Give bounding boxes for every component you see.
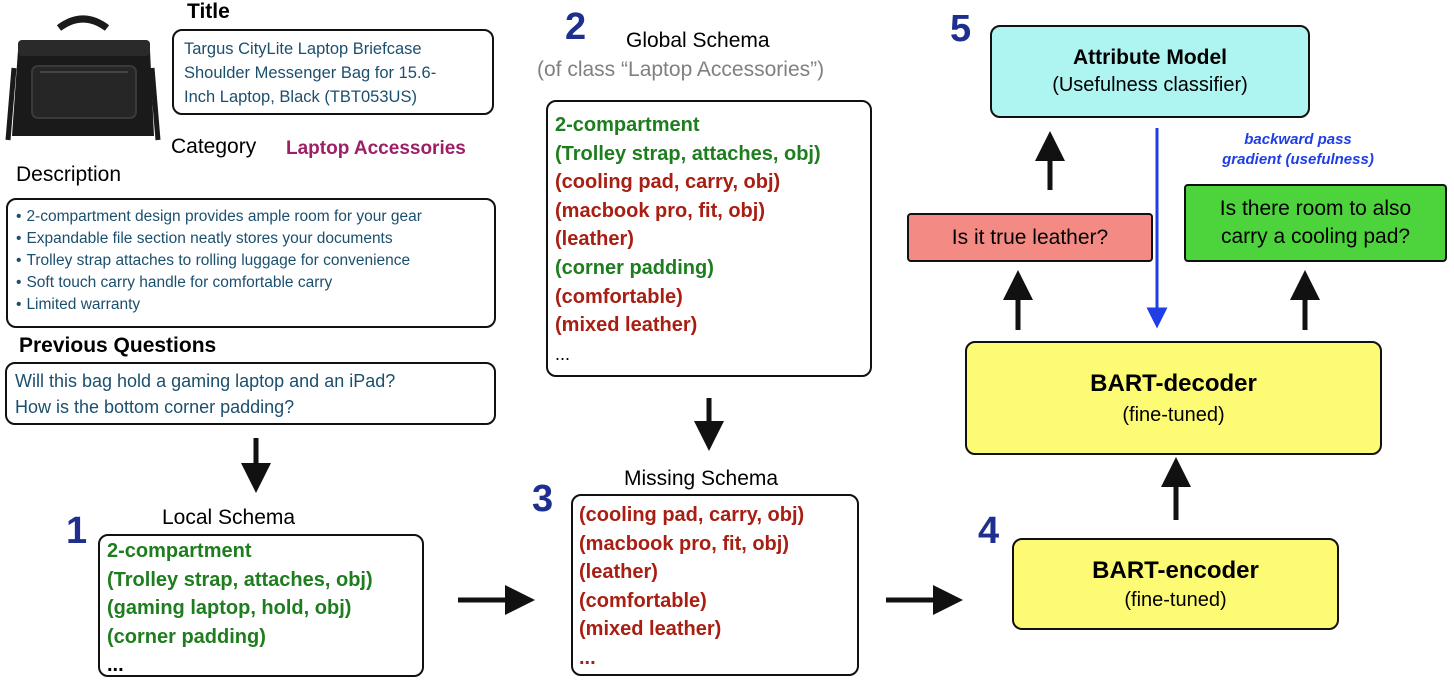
category-heading: Category [171, 135, 257, 158]
missing-schema-heading: Missing Schema [624, 467, 779, 490]
previous-questions-heading: Previous Questions [19, 334, 217, 357]
schema-item: (mixed leather) [555, 314, 698, 337]
schema-item: (comfortable) [555, 285, 683, 308]
bart-encoder-box: BART-encoder (fine-tuned) [1012, 538, 1339, 630]
previous-question: Will this bag hold a gaming laptop and a… [15, 371, 396, 391]
description-item: Trolley strap attaches to rolling luggag… [16, 250, 494, 272]
category-value: Laptop Accessories [286, 138, 466, 159]
schema-item: ... [579, 646, 596, 669]
previous-question: How is the bottom corner padding? [15, 397, 295, 417]
product-title: Targus CityLite Laptop Briefcase Shoulde… [184, 40, 437, 106]
global-schema-heading: Global Schema [626, 29, 770, 52]
bart-decoder-box: BART-decoder (fine-tuned) [965, 341, 1382, 455]
description-item: Soft touch carry handle for comfortable … [16, 272, 494, 294]
schema-item: (Trolley strap, attaches, obj) [555, 142, 821, 165]
briefcase-icon [5, 15, 161, 141]
schema-item: (macbook pro, fit, obj) [579, 532, 789, 555]
generated-question-green: Is there room to also carry a cooling pa… [1184, 184, 1447, 262]
bart-decoder-title: BART-decoder [1090, 369, 1257, 397]
step-number-3: 3 [532, 478, 554, 520]
bart-encoder-title: BART-encoder [1092, 556, 1259, 584]
schema-item: (gaming laptop, hold, obj) [107, 597, 352, 620]
schema-item: 2-compartment [555, 114, 700, 136]
schema-item: (cooling pad, carry, obj) [555, 171, 781, 194]
schema-item: (Trolley strap, attaches, obj) [107, 568, 373, 591]
description-heading: Description [16, 163, 122, 186]
attribute-model-box: Attribute Model (Usefulness classifier) [990, 25, 1310, 118]
local-schema-heading: Local Schema [162, 506, 296, 529]
global-schema-box: 2-compartment (Trolley strap, attaches, … [546, 100, 872, 377]
generated-question-red: Is it true leather? [907, 213, 1153, 262]
schema-item: (macbook pro, fit, obj) [555, 199, 765, 222]
step-number-1: 1 [66, 510, 88, 552]
schema-item: (leather) [579, 561, 658, 584]
attribute-model-title: Attribute Model [1073, 46, 1227, 69]
schema-item: (mixed leather) [579, 618, 722, 641]
schema-item: (leather) [555, 228, 634, 251]
schema-item: (corner padding) [555, 256, 714, 279]
title-heading: Title [187, 0, 230, 23]
description-box: 2-compartment design provides ample room… [6, 198, 496, 328]
product-title-box: Targus CityLite Laptop Briefcase Shoulde… [172, 29, 494, 115]
step-number-5: 5 [950, 8, 972, 50]
schema-item: (comfortable) [579, 589, 707, 612]
schema-item: ... [107, 654, 124, 677]
description-item: Expandable file section neatly stores yo… [16, 228, 494, 250]
bart-encoder-subtitle: (fine-tuned) [1124, 588, 1227, 611]
schema-item: ... [555, 343, 571, 364]
missing-schema-box: (cooling pad, carry, obj) (macbook pro, … [571, 494, 859, 676]
schema-item: (cooling pad, carry, obj) [579, 504, 805, 526]
description-item: Limited warranty [16, 294, 494, 316]
bart-decoder-subtitle: (fine-tuned) [1122, 403, 1225, 426]
schema-item: (corner padding) [107, 625, 266, 648]
backward-pass-label: backward pass gradient (usefulness) [1222, 131, 1374, 168]
schema-item: 2-compartment [107, 540, 252, 562]
description-list: 2-compartment design provides ample room… [16, 206, 494, 316]
global-schema-subheading: (of class “Laptop Accessories”) [537, 58, 825, 81]
step-number-4: 4 [978, 510, 1000, 552]
previous-questions-box: Will this bag hold a gaming laptop and a… [5, 362, 496, 425]
local-schema-box: 2-compartment (Trolley strap, attaches, … [98, 534, 424, 677]
attribute-model-subtitle: (Usefulness classifier) [1052, 74, 1248, 96]
step-number-2: 2 [565, 6, 587, 48]
description-item: 2-compartment design provides ample room… [16, 206, 494, 228]
